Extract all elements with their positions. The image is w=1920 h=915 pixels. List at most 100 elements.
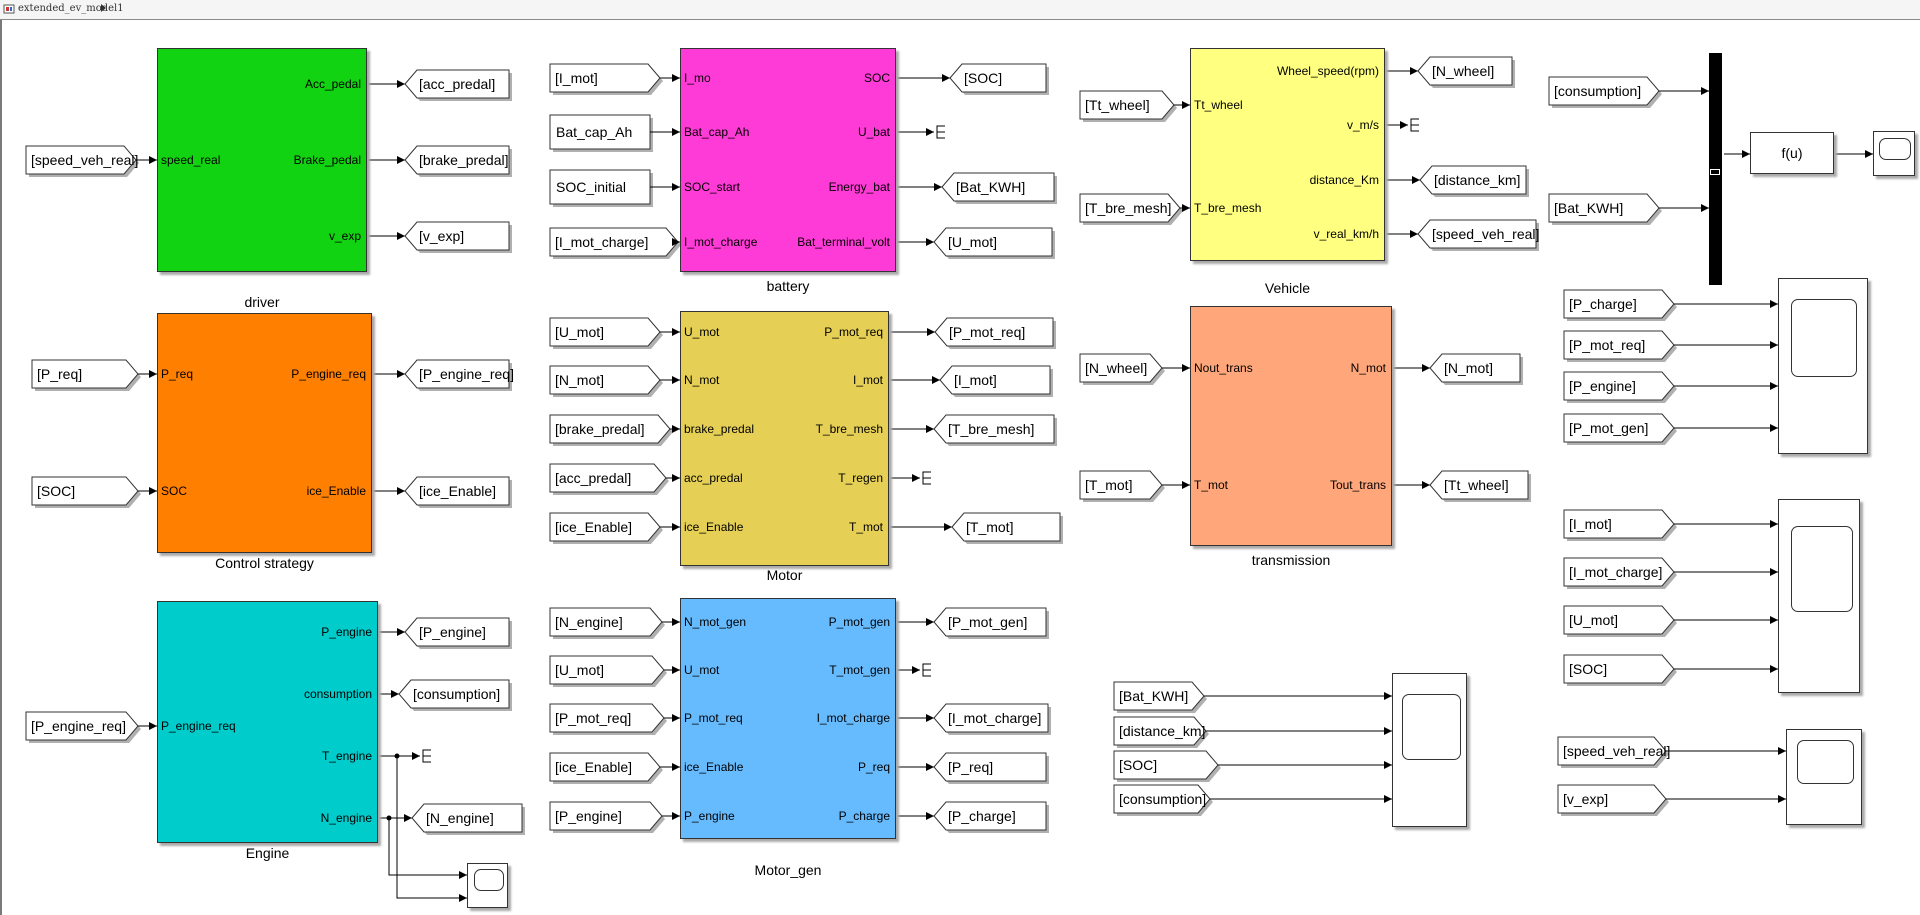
- signal-line[interactable]: [896, 74, 950, 82]
- signal-line[interactable]: [1674, 341, 1778, 349]
- signal-line[interactable]: [367, 80, 405, 88]
- signal-line[interactable]: [1674, 382, 1778, 390]
- brake-predal-from[interactable]: [549, 414, 673, 446]
- signal-line[interactable]: [660, 376, 680, 384]
- scope-block[interactable]: [1786, 729, 1862, 825]
- n-engine-from[interactable]: [549, 607, 665, 639]
- i-mot-charge-from[interactable]: [549, 227, 681, 259]
- scope-block[interactable]: [1392, 673, 1467, 827]
- p-engine-from-2[interactable]: [1563, 371, 1677, 403]
- signal-line[interactable]: [650, 128, 680, 136]
- motor-subsystem[interactable]: [680, 311, 889, 566]
- signal-line[interactable]: [889, 425, 934, 433]
- signal-line[interactable]: [1174, 101, 1190, 109]
- i-mot-from[interactable]: [549, 63, 663, 95]
- signal-line[interactable]: [1674, 616, 1778, 624]
- distance-km-goto[interactable]: [1419, 165, 1529, 197]
- bat-kwh-from[interactable]: [1548, 193, 1662, 225]
- acc-predal-from[interactable]: [549, 463, 669, 495]
- n-mot-goto[interactable]: [1429, 353, 1523, 385]
- t-mot-goto[interactable]: [951, 512, 1063, 544]
- i-mot-charge-goto[interactable]: [933, 703, 1051, 735]
- signal-line[interactable]: [664, 714, 680, 722]
- signal-line[interactable]: [662, 618, 680, 626]
- v-exp-from[interactable]: [1557, 784, 1669, 816]
- p-mot-gen-goto[interactable]: [933, 607, 1049, 639]
- t-bre-mesh-from[interactable]: [1079, 193, 1183, 225]
- signal-line[interactable]: [136, 156, 157, 164]
- signal-line[interactable]: [670, 425, 680, 433]
- consumption-from[interactable]: [1548, 76, 1662, 108]
- battery-subsystem[interactable]: [680, 48, 896, 272]
- signal-line[interactable]: [138, 370, 157, 378]
- signal-line[interactable]: [367, 232, 405, 240]
- p-charge-goto[interactable]: [933, 801, 1049, 833]
- signal-line[interactable]: [1659, 87, 1709, 95]
- signal-line[interactable]: [1392, 481, 1430, 489]
- signal-line[interactable]: [378, 690, 399, 698]
- signal-line[interactable]: [1674, 520, 1778, 528]
- signal-line[interactable]: [388, 818, 467, 879]
- p-charge-from[interactable]: [1563, 289, 1677, 321]
- signal-line[interactable]: [367, 156, 405, 164]
- p-mot-req-from[interactable]: [549, 703, 667, 735]
- model-icon[interactable]: [3, 3, 15, 15]
- p-engine-req-goto[interactable]: [404, 359, 512, 391]
- t-bre-mesh-goto[interactable]: [933, 414, 1057, 446]
- signal-line[interactable]: [1674, 568, 1778, 576]
- signal-line[interactable]: [660, 328, 680, 336]
- vehicle-subsystem[interactable]: [1190, 48, 1385, 261]
- consumption-goto[interactable]: [398, 679, 512, 711]
- p-mot-req-goto[interactable]: [934, 317, 1056, 349]
- bat-kwh-goto[interactable]: [941, 172, 1057, 204]
- p-req-goto[interactable]: [933, 752, 1049, 784]
- terminator-icon[interactable]: [1400, 118, 1419, 132]
- signal-line[interactable]: [1180, 204, 1190, 212]
- signal-line[interactable]: [1385, 176, 1420, 184]
- soc-from[interactable]: [31, 476, 141, 508]
- fcn-block[interactable]: f(u): [1750, 132, 1834, 174]
- driver-subsystem[interactable]: [157, 48, 367, 272]
- terminator-icon[interactable]: [912, 471, 931, 485]
- signal-line[interactable]: [1204, 692, 1392, 700]
- signal-line[interactable]: [889, 328, 935, 336]
- signal-line[interactable]: [889, 523, 952, 531]
- signal-line[interactable]: [896, 763, 934, 771]
- soc-from-3[interactable]: [1113, 750, 1221, 782]
- scope-block[interactable]: [1778, 499, 1860, 693]
- ice-enable-from[interactable]: [549, 512, 663, 544]
- p-engine-from[interactable]: [549, 801, 665, 833]
- signal-line[interactable]: [896, 238, 934, 246]
- t-mot-from[interactable]: [1079, 470, 1165, 502]
- n-engine-goto[interactable]: [411, 803, 525, 835]
- signal-line[interactable]: [1674, 665, 1778, 673]
- breadcrumb-arrow-icon[interactable]: [101, 4, 106, 12]
- control-strategy-subsystem[interactable]: [157, 313, 372, 553]
- signal-line[interactable]: [1392, 364, 1430, 372]
- scope-block[interactable]: [467, 863, 508, 908]
- v-exp-goto[interactable]: [404, 221, 512, 253]
- scope-block[interactable]: [1873, 131, 1915, 176]
- signal-line[interactable]: [1218, 761, 1392, 769]
- signal-line[interactable]: [889, 376, 940, 384]
- distance-km-from[interactable]: [1113, 716, 1209, 748]
- speed-veh-real-goto[interactable]: [1417, 219, 1539, 251]
- signal-line[interactable]: [1724, 150, 1750, 158]
- n-mot-from[interactable]: [549, 365, 663, 397]
- p-engine-req-from[interactable]: [25, 711, 141, 743]
- signal-line[interactable]: [378, 628, 405, 636]
- signal-line[interactable]: [666, 474, 680, 482]
- signal-line[interactable]: [1162, 364, 1190, 372]
- p-mot-req-from-2[interactable]: [1563, 330, 1677, 362]
- speed-veh-real-from-2[interactable]: [1557, 736, 1669, 768]
- breadcrumb-model-name[interactable]: extended_ev_model1: [18, 3, 124, 14]
- terminator-icon[interactable]: [912, 663, 931, 677]
- soc-from-2[interactable]: [1563, 654, 1677, 686]
- signal-line[interactable]: [1834, 150, 1873, 158]
- signal-line[interactable]: [896, 714, 934, 722]
- soc-goto[interactable]: [949, 63, 1049, 95]
- signal-line[interactable]: [1674, 424, 1778, 432]
- signal-line[interactable]: [1162, 481, 1190, 489]
- signal-line[interactable]: [672, 238, 680, 246]
